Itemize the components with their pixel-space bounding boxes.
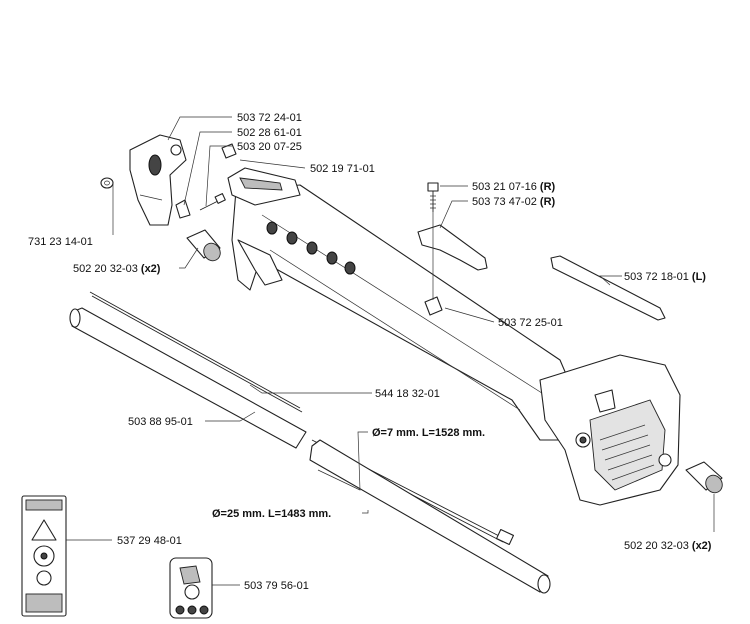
label-502-20-32-03-right: 502 20 32-03 (x2) xyxy=(624,540,712,552)
label-502-20-32-03-left-num: 502 20 32-03 xyxy=(73,263,138,275)
label-503-72-18-01: 503 72 18-01 (L) xyxy=(624,271,706,283)
recycle-decal xyxy=(169,557,213,619)
label-537-29-48-01: 537 29 48-01 xyxy=(117,535,182,547)
label-503-79-56-01: 503 79 56-01 xyxy=(244,580,309,592)
screw-small xyxy=(199,193,226,211)
shaft-housing xyxy=(227,167,681,506)
label-503-72-18-01-num: 503 72 18-01 xyxy=(624,271,689,283)
clamp-right xyxy=(417,224,488,271)
label-502-28-61-01: 502 28 61-01 xyxy=(237,127,302,139)
label-503-73-47-02-num: 503 73 47-02 xyxy=(472,196,537,208)
label-502-20-32-03-right-suffix: (x2) xyxy=(692,540,712,552)
recycle-decal-icon xyxy=(179,565,201,585)
label-503-72-24-01: 503 72 24-01 xyxy=(237,112,302,124)
label-503-88-95-01: 503 88 95-01 xyxy=(128,416,193,428)
leader-lines xyxy=(66,116,715,586)
label-503-21-07-16-num: 503 21 07-16 xyxy=(472,181,537,193)
tube-rear xyxy=(309,439,551,594)
rubber-cap-left xyxy=(186,229,221,262)
label-502-20-32-03-right-num: 502 20 32-03 xyxy=(624,540,689,552)
label-503-73-47-02: 503 73 47-02 (R) xyxy=(472,196,556,208)
handle-bracket xyxy=(129,134,187,226)
label-503-21-07-16-suffix: (R) xyxy=(540,181,556,193)
label-503-20-07-25: 503 20 07-25 xyxy=(237,141,302,153)
bolt xyxy=(427,182,439,212)
label-503-72-25-01: 503 72 25-01 xyxy=(498,317,563,329)
label-544-18-32-01: 544 18 32-01 xyxy=(375,388,440,400)
nut xyxy=(100,177,114,189)
label-502-20-32-03-left: 502 20 32-03 (x2) xyxy=(73,263,161,275)
label-502-19-71-01: 502 19 71-01 xyxy=(310,163,375,175)
label-731-23-14-01: 731 23 14-01 xyxy=(28,236,93,248)
warning-decal xyxy=(21,495,67,617)
label-503-73-47-02-suffix: (R) xyxy=(540,196,556,208)
label-502-20-32-03-left-suffix: (x2) xyxy=(141,263,161,275)
warning-decal-icon xyxy=(31,519,57,541)
label-shaft-dimensions: Ø=7 mm. L=1528 mm. xyxy=(372,427,485,439)
rubber-cap-right xyxy=(685,461,723,494)
tube-front xyxy=(69,307,307,449)
label-tube-dimensions: Ø=25 mm. L=1483 mm. xyxy=(212,508,331,520)
square-nut xyxy=(221,143,237,159)
label-503-21-07-16: 503 21 07-16 (R) xyxy=(472,181,556,193)
clip xyxy=(175,199,191,219)
clamp-left xyxy=(550,255,666,321)
label-503-72-18-01-suffix: (L) xyxy=(692,271,706,283)
